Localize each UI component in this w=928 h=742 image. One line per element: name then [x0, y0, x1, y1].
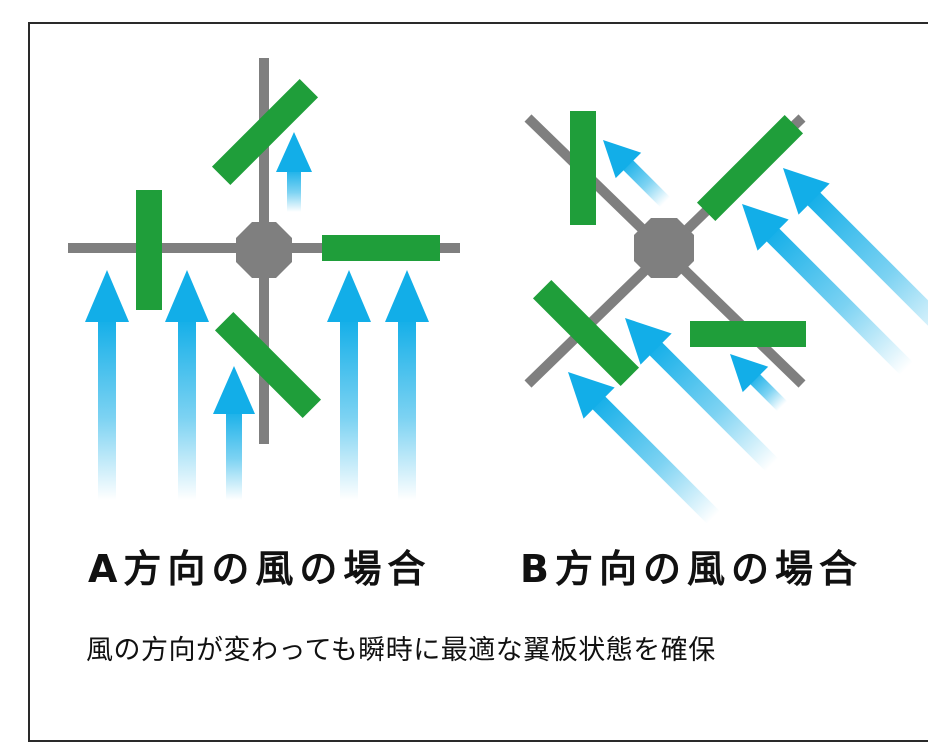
wind-arrows-b	[568, 140, 928, 525]
diagram-a	[68, 58, 460, 500]
blade-icon	[690, 321, 806, 347]
blade-icon	[532, 279, 640, 387]
hub-icon	[634, 218, 694, 278]
blade-icon	[214, 311, 322, 419]
hub-icon	[236, 222, 292, 278]
blade-icon	[570, 111, 596, 225]
wind-arrow-icon	[85, 270, 129, 500]
wind-arrow-icon	[568, 372, 721, 525]
wind-arrow-icon	[730, 354, 788, 412]
caption-diagram-b: B方向の風の場合	[520, 547, 863, 591]
blade-icon	[696, 114, 804, 222]
wind-arrow-icon	[276, 132, 312, 212]
blade-icon	[322, 235, 440, 261]
wind-arrow-icon	[213, 366, 255, 500]
description-text: 風の方向が変わっても瞬時に最適な翼板状態を確保	[86, 635, 716, 666]
blade-icon	[211, 78, 319, 186]
wind-turbine-diagram	[68, 58, 928, 525]
wind-arrow-icon	[165, 270, 209, 500]
blade-icon	[136, 190, 162, 310]
wind-arrow-icon	[327, 270, 371, 500]
wind-arrows-a	[85, 132, 429, 500]
wind-arrow-icon	[603, 140, 671, 208]
caption-diagram-a: A方向の風の場合	[88, 547, 432, 591]
wind-arrow-icon	[385, 270, 429, 500]
diagram-b	[524, 111, 928, 525]
